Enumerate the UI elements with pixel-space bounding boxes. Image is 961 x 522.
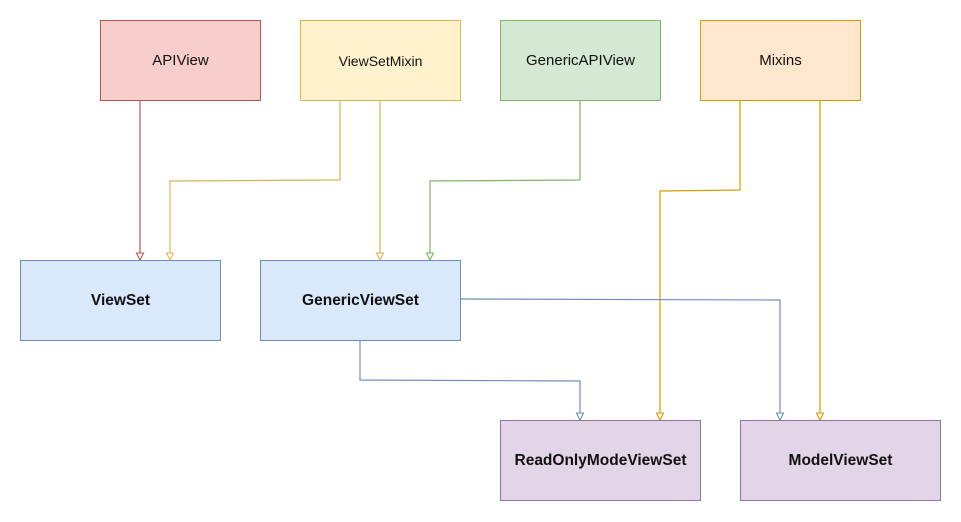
node-label: Mixins (759, 52, 802, 69)
edge-viewsetmixin-to-viewset (165, 100, 341, 262)
edge-genericviewset-to-modelviewset (459, 298, 785, 422)
node-genericapiview: GenericAPIView (500, 20, 661, 101)
edge-viewsetmixin-to-genericviewset (375, 100, 385, 262)
edge-genericapiview-to-genericviewset (425, 100, 581, 262)
edge-mixins-to-modelviewset (815, 100, 825, 422)
edge-genericviewset-to-readonlymodeviewset (359, 340, 585, 422)
node-label: ReadOnlyModeViewSet (514, 451, 687, 469)
node-readonlymodeviewset: ReadOnlyModeViewSet (500, 420, 701, 501)
node-label: APIView (152, 52, 209, 69)
node-label: GenericAPIView (526, 52, 635, 69)
node-mixins: Mixins (700, 20, 861, 101)
node-label: ViewSetMixin (338, 52, 423, 69)
node-modelviewset: ModelViewSet (740, 420, 941, 501)
node-label: ViewSet (90, 291, 151, 309)
edge-apiview-to-viewset (135, 100, 145, 262)
node-viewsetmixin: ViewSetMixin (300, 20, 461, 101)
node-genericviewset: GenericViewSet (260, 260, 461, 341)
node-apiview: APIView (100, 20, 261, 101)
node-viewset: ViewSet (20, 260, 221, 341)
node-label: ModelViewSet (788, 451, 893, 469)
node-label: GenericViewSet (302, 291, 419, 309)
edge-mixins-to-readonlymodeviewset (655, 100, 741, 422)
